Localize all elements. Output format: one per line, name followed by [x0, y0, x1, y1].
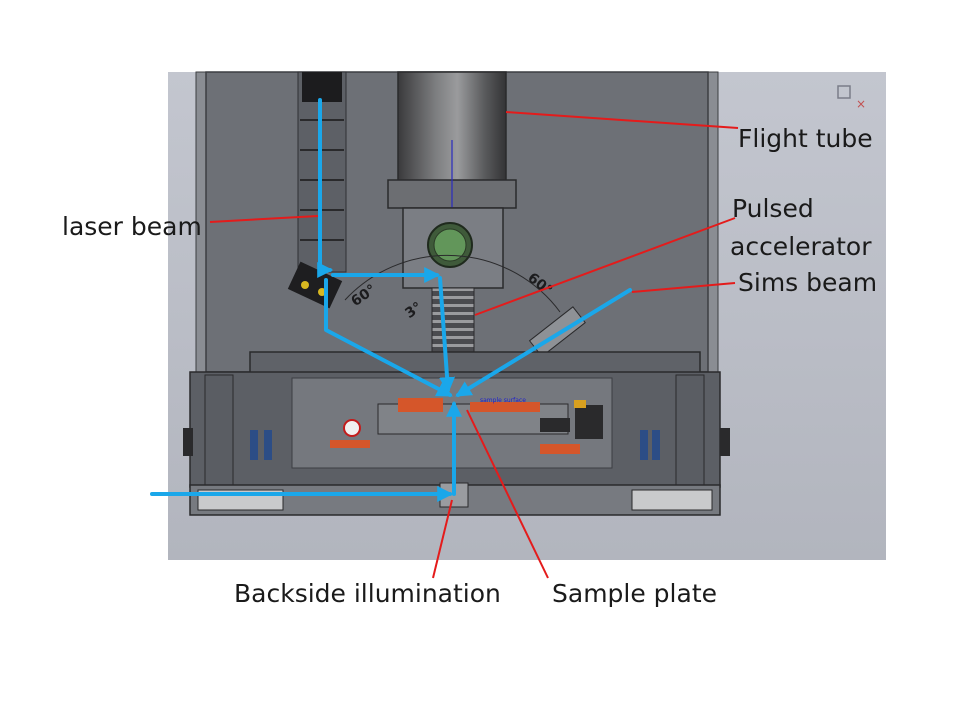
label-flight-tube: Flight tube [738, 124, 873, 153]
beam-paths [150, 98, 632, 502]
leader-laser-beam [209, 215, 319, 223]
label-sample-plate: Sample plate [552, 579, 718, 608]
left-post [204, 374, 234, 486]
leader-lines [209, 111, 739, 579]
sample-surface-text: sample surface [480, 397, 526, 404]
laser-column-top [302, 72, 342, 102]
right-knob [720, 428, 730, 456]
view-cube-icon: × [837, 85, 866, 111]
laser-beam-path-3 [438, 276, 456, 394]
sample-stage [330, 398, 603, 454]
label-pulsed: Pulsed [732, 194, 814, 223]
label-accelerator: accelerator [730, 232, 872, 261]
leader-sims-beam [631, 282, 736, 293]
laser-diag-left [324, 278, 453, 397]
side-clamps [250, 430, 660, 460]
angle-label-center: 3° [402, 299, 425, 322]
window-port-inner [433, 228, 467, 262]
leader-flight-tube [505, 111, 739, 129]
right-post [675, 374, 705, 486]
base-rail-right-pattern [631, 489, 713, 511]
right-wall [707, 71, 719, 373]
left-knob [183, 428, 193, 456]
chamber-top-plate [249, 351, 701, 375]
sims-beam-path [455, 288, 632, 397]
label-laser-beam: laser beam [62, 212, 202, 241]
laser-beam-path [317, 98, 334, 278]
leader-backside [432, 499, 453, 579]
leader-pulsed-accelerator [474, 217, 736, 316]
svg-text:×: × [856, 97, 866, 111]
leader-sample-plate [466, 409, 549, 579]
angle-arc [344, 254, 561, 313]
label-sims-beam: Sims beam [738, 268, 878, 297]
label-backside-illumination: Backside illumination [234, 579, 501, 608]
